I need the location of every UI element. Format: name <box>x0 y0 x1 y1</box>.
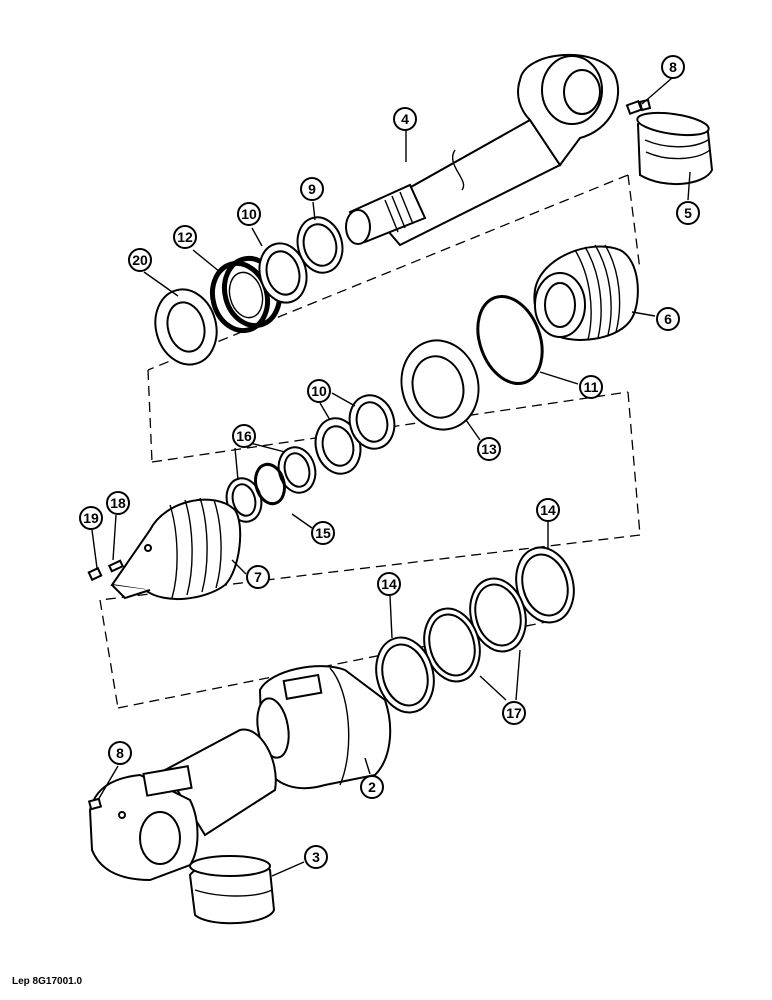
callout: 4 <box>393 107 417 131</box>
o-ring-11 <box>476 294 544 386</box>
callout: 3 <box>304 845 328 869</box>
callout: 17 <box>502 701 526 725</box>
callout: 8 <box>661 55 685 79</box>
reference-code: Lep 8G17001.0 <box>12 976 83 987</box>
callout: 10 <box>307 379 331 403</box>
callout-label: 14 <box>540 502 556 518</box>
callout-label: 10 <box>311 383 327 399</box>
cylinder-tube <box>88 728 277 882</box>
bushing-bottom <box>188 855 276 925</box>
callout-label: 16 <box>236 428 252 444</box>
callout: 8 <box>108 741 132 765</box>
callout-label: 8 <box>669 59 677 75</box>
callout-label: 19 <box>83 510 99 526</box>
callout: 13 <box>477 437 501 461</box>
callout-label: 3 <box>312 849 320 865</box>
callout-label: 11 <box>584 379 599 395</box>
callout-label: 2 <box>368 779 376 795</box>
callout-label: 14 <box>381 576 397 592</box>
callout: 18 <box>106 491 130 515</box>
grease-nipple-top <box>625 98 652 116</box>
callout: 9 <box>300 177 324 201</box>
callout: 7 <box>246 565 270 589</box>
callout: 10 <box>237 202 261 226</box>
callout-label: 9 <box>308 181 316 197</box>
callout-label: 10 <box>241 206 257 222</box>
cylinder-head <box>533 244 639 341</box>
callout-label: 20 <box>132 252 148 268</box>
back-up-ring-9 <box>296 216 344 274</box>
piston-rings <box>375 546 575 714</box>
callout: 19 <box>79 506 103 530</box>
callout-label: 13 <box>481 441 497 457</box>
callout: 14 <box>377 572 401 596</box>
callout: 2 <box>360 775 384 799</box>
callout-label: 6 <box>664 311 672 327</box>
callout: 14 <box>536 498 560 522</box>
bearing-ring-10-upper <box>258 242 308 304</box>
rod-seal-20 <box>154 288 218 366</box>
set-screw-pin <box>87 559 125 582</box>
callout: 5 <box>676 201 700 225</box>
callout-label: 4 <box>401 111 409 127</box>
callout: 16 <box>232 424 256 448</box>
callout-label: 5 <box>684 205 692 221</box>
callout: 20 <box>128 248 152 272</box>
callout-label: 12 <box>177 229 193 245</box>
callout: 6 <box>656 307 680 331</box>
cylinder-tube-section <box>256 665 392 790</box>
wiper-seal <box>400 339 480 431</box>
callout-label: 15 <box>315 525 331 541</box>
o-ring-15 <box>254 462 286 506</box>
bearing-rings-10-middle <box>314 394 396 475</box>
piston-rod <box>345 54 620 247</box>
callout-label: 17 <box>506 705 522 721</box>
leader-lines <box>91 77 691 877</box>
callout: 11 <box>579 375 603 399</box>
callout-label: 7 <box>254 569 262 585</box>
callout-label: 8 <box>116 745 124 761</box>
grease-nipple-bottom <box>87 797 103 811</box>
bushing-top <box>636 111 714 186</box>
callout-label: 18 <box>110 495 126 511</box>
piston <box>110 497 242 601</box>
callout: 12 <box>173 225 197 249</box>
callout: 15 <box>311 521 335 545</box>
